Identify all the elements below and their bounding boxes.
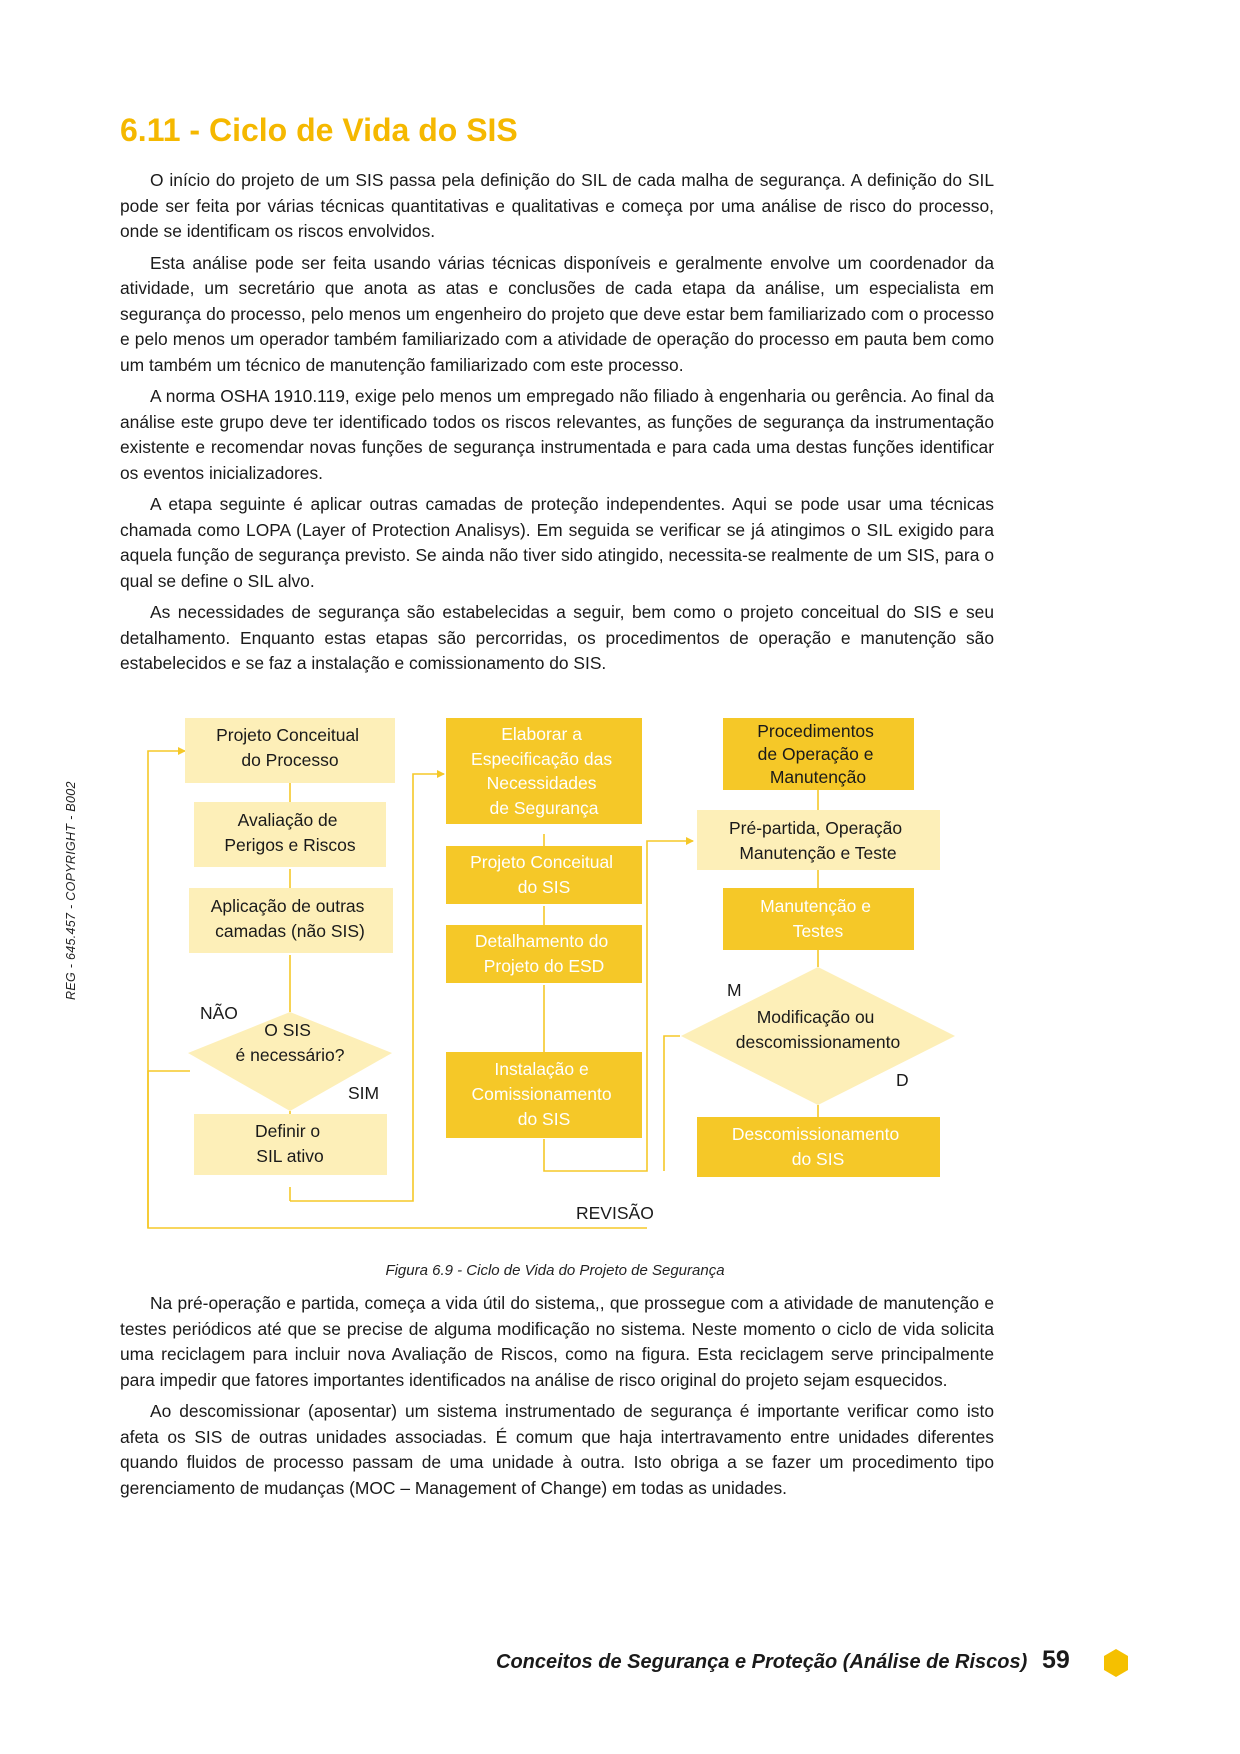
- d-label: D: [896, 1070, 909, 1090]
- footer-book-title: Conceitos de Segurança e Proteção (Análi…: [496, 1651, 1028, 1673]
- process-conceptual-design-box: [185, 718, 395, 783]
- paragraph: A etapa seguinte é aplicar outras camada…: [120, 494, 994, 591]
- paragraph: Na pré-operação e partida, começa a vida…: [120, 1293, 994, 1390]
- prestartup-operation-test-box: [697, 810, 940, 870]
- box-label: Projeto Conceitual do SIS: [470, 852, 618, 897]
- operation-maintenance-procedures-box: [723, 718, 914, 790]
- body-text-bottom: Na pré-operação e partida, começa a vida…: [120, 1291, 994, 1507]
- box-label: Aplicação de outras camadas (não SIS): [211, 896, 370, 941]
- box-label: Manutenção e Testes: [760, 896, 876, 941]
- body-text-top: O início do projeto de um SIS passa pela…: [120, 168, 994, 683]
- box-label: Pré-partida, Operação Manutenção e Teste: [729, 818, 907, 863]
- other-layers-box: [189, 888, 393, 953]
- paragraph: A norma OSHA 1910.119, exige pelo menos …: [120, 386, 994, 483]
- hazard-risk-assessment-box: [194, 802, 386, 867]
- modification-decision: [681, 967, 955, 1105]
- sis-needed-decision: [188, 1012, 392, 1111]
- sis-decommissioning-box: [697, 1117, 940, 1177]
- decision-label: O SIS é necessário?: [236, 1020, 345, 1065]
- box-label: Descomissionamento do SIS: [732, 1124, 904, 1169]
- section-title: 6.11 - Ciclo de Vida do SIS: [120, 112, 518, 148]
- figure-caption: Figura 6.9 - Ciclo de Vida do Projeto de…: [385, 1262, 725, 1279]
- paragraph: O início do projeto de um SIS passa pela…: [120, 170, 994, 241]
- revision-label: REVISÃO: [576, 1202, 654, 1223]
- safety-requirements-spec-box: [446, 718, 642, 824]
- maintenance-testing-box: [723, 888, 914, 950]
- paragraph: Esta análise pode ser feita usando vária…: [120, 252, 994, 375]
- paragraph: As necessidades de segurança são estabel…: [120, 602, 994, 673]
- life-cycle-flowchart: Projeto Conceitual do Processo Avaliação…: [147, 718, 955, 1229]
- box-label: Projeto Conceitual do Processo: [216, 725, 364, 770]
- m-label: M: [727, 980, 742, 1000]
- page-number: 59: [1042, 1646, 1070, 1674]
- box-label: Avaliação de Perigos e Riscos: [224, 810, 356, 855]
- connector-lines: [147, 747, 819, 1229]
- paragraph: Ao descomissionar (aposentar) um sistema…: [120, 1401, 994, 1498]
- box-label: Elaborar a Especificação das Necessidade…: [471, 724, 617, 818]
- decision-label: Modificação ou descomissionamento: [736, 1007, 900, 1052]
- define-target-sil-box: [194, 1114, 387, 1175]
- esd-detail-design-box: [446, 925, 642, 983]
- box-label: Definir o SIL ativo: [255, 1121, 325, 1166]
- sis-conceptual-design-box: [446, 846, 642, 904]
- no-label: NÃO: [200, 1002, 238, 1023]
- box-label: Instalação e Comissionamento do SIS: [472, 1059, 617, 1129]
- installation-commissioning-box: [446, 1052, 642, 1138]
- box-label: Procedimentos de Operação e Manutenção: [757, 721, 879, 787]
- yellow-hexagon-icon: [1104, 1649, 1128, 1677]
- yes-label: SIM: [348, 1083, 379, 1103]
- box-label: Detalhamento do Projeto do ESD: [475, 931, 613, 976]
